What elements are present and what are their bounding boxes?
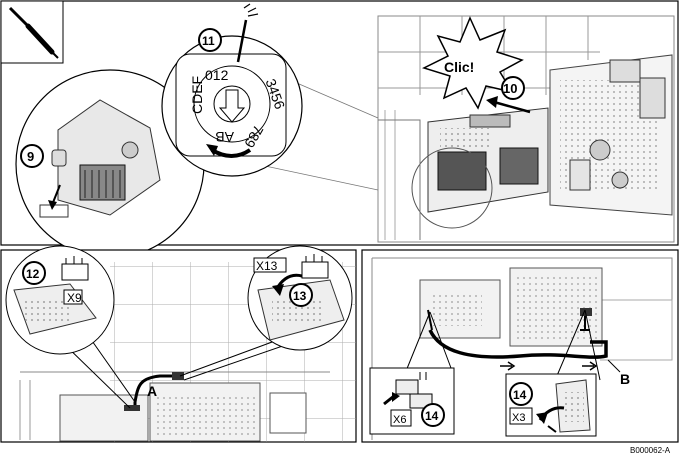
step-14b-label: 14 — [513, 388, 527, 402]
reference-code: B000062-A — [630, 446, 671, 455]
inset-connector-x9 — [5, 245, 115, 355]
connector-x6-label: X6 — [393, 414, 406, 426]
step-14a-label: 14 — [425, 409, 439, 423]
top-panel: Clic! 10 9 — [0, 0, 679, 259]
module-board — [411, 107, 549, 229]
connector-x13-label: X13 — [256, 259, 278, 273]
step-11-label: 11 — [202, 34, 215, 48]
step-9-label: 9 — [27, 149, 34, 164]
bottom-right-panel: B X6 14 X3 14 — [361, 249, 679, 443]
dial-top-digits: 012 — [205, 67, 229, 83]
step-12-label: 12 — [26, 267, 40, 281]
step-10-label: 10 — [503, 81, 517, 96]
clic-burst — [421, 16, 524, 110]
callout-A: A — [147, 383, 157, 399]
dial-bottom-digits: AB — [215, 129, 234, 145]
main-pcb — [549, 54, 673, 216]
step-13-label: 13 — [293, 289, 307, 303]
inset-connector-x6 — [369, 367, 455, 435]
connector-x9-label: X9 — [67, 291, 82, 305]
inset-board-edge — [15, 69, 205, 259]
callout-B: B — [620, 371, 630, 387]
clic-label: Clic! — [444, 59, 474, 75]
connector-x3-label: X3 — [512, 412, 525, 424]
screwdriver-icon — [0, 0, 64, 64]
inset-rotary-dial: 012 3456 789 AB CDEF — [161, 3, 303, 177]
bottom-left-panel: A 12 X9 X13 13 — [0, 245, 357, 443]
dial-left-digits: CDEF — [189, 76, 205, 114]
